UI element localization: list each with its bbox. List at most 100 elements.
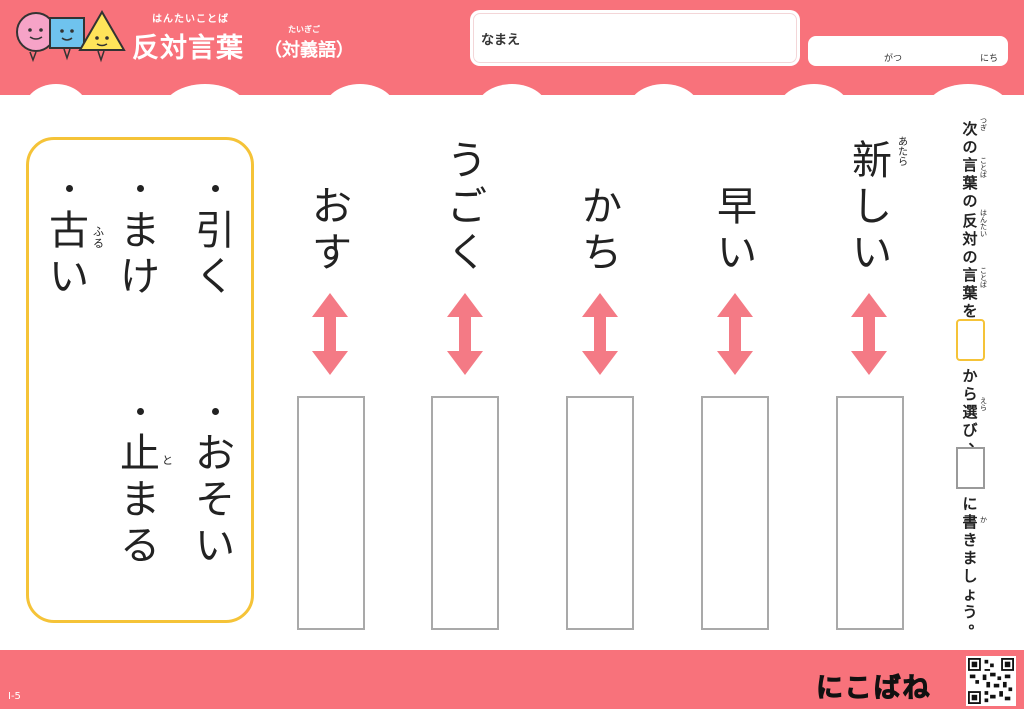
choice-bullet	[136, 185, 144, 192]
month-label: がつ	[884, 54, 903, 64]
answer-box[interactable]	[836, 396, 904, 630]
answer-box-legend	[956, 447, 985, 489]
choice-box-legend	[956, 319, 985, 361]
vertical-char: か	[962, 367, 978, 385]
question-ruby: あたら	[898, 137, 908, 168]
vertical-char: ら	[962, 385, 978, 403]
instruction-line3: から選び、	[958, 367, 984, 457]
vertical-char: く	[447, 230, 487, 276]
answer-box[interactable]	[701, 396, 769, 630]
choice-item: 止まる	[117, 408, 163, 569]
choice-bullet	[136, 408, 144, 415]
date-field[interactable]: がつ にち	[808, 36, 1008, 66]
vertical-char: き	[962, 531, 978, 549]
choice-word: 引く	[195, 208, 235, 300]
vertical-char: び	[962, 421, 978, 439]
vertical-char: し	[962, 567, 978, 585]
question-word: 早い	[712, 184, 762, 276]
question-text: 新しい	[852, 138, 892, 276]
footer-bar: I-5 にこばね	[0, 650, 1024, 709]
choice-item: 引く	[192, 185, 238, 300]
vertical-char: ま	[962, 549, 978, 567]
vertical-char: う	[962, 603, 978, 621]
question-word: うごく	[442, 138, 492, 276]
vertical-char: 。	[968, 613, 984, 632]
vertical-char: そ	[195, 477, 235, 523]
instruction-ruby: ことば	[980, 267, 987, 289]
name-field[interactable]: なまえ	[470, 10, 800, 66]
double-arrow-icon	[851, 293, 887, 375]
vertical-char: 、	[968, 431, 984, 450]
vertical-char: の	[962, 138, 978, 156]
instruction-ruby: か	[980, 516, 987, 524]
choice-item: まけ	[117, 185, 163, 300]
vertical-char: い	[852, 230, 892, 276]
answer-box[interactable]	[297, 396, 365, 630]
vertical-char: い	[717, 230, 757, 276]
vertical-char: 新	[852, 138, 892, 184]
vertical-char: く	[195, 254, 235, 300]
vertical-char: い	[49, 254, 89, 300]
header-scallop-edge	[24, 84, 1010, 110]
choice-bullet	[211, 408, 219, 415]
instruction-ruby: えら	[980, 397, 987, 412]
vertical-char: 反	[962, 212, 978, 230]
choice-ruby: ふる	[93, 225, 104, 250]
vertical-char: け	[120, 254, 160, 300]
choice-word: まけ	[120, 208, 160, 300]
day-label: にち	[980, 54, 999, 64]
choice-ruby: と	[162, 454, 173, 467]
double-arrow-icon	[717, 293, 753, 375]
vertical-char: 早	[717, 184, 757, 230]
question-text: うごく	[447, 138, 487, 276]
choice-bullet	[211, 185, 219, 192]
vertical-char: い	[195, 523, 235, 569]
instruction-ruby: ことば	[980, 157, 987, 179]
vertical-char: に	[962, 495, 978, 513]
instruction-text: 次の言葉の	[962, 120, 977, 210]
choice-item: 古い	[46, 185, 92, 300]
choice-word: 止まる	[120, 431, 160, 569]
vertical-char: 書	[962, 513, 978, 531]
vertical-char: 言	[962, 156, 978, 174]
qr-code-icon[interactable]	[966, 656, 1016, 706]
vertical-char: 葉	[962, 284, 978, 302]
choice-box	[26, 137, 254, 623]
worksheet-code: I-5	[8, 691, 21, 702]
instruction-line2: 反対の言葉を	[958, 212, 982, 320]
vertical-char: し	[852, 184, 892, 230]
subtitle-ruby: たいぎご	[288, 25, 320, 34]
question-word: おす	[307, 184, 357, 276]
vertical-char: 引	[195, 208, 235, 254]
vertical-char: 選	[962, 403, 978, 421]
vertical-char: る	[120, 523, 160, 569]
vertical-char: ま	[120, 477, 160, 523]
choice-item: おそい	[192, 408, 238, 569]
choice-word: おそい	[195, 431, 235, 569]
instruction-line4: に書きましょう。	[958, 495, 983, 639]
vertical-char: ち	[582, 230, 622, 276]
question-text: 早い	[717, 184, 757, 276]
choice-bullet	[65, 185, 73, 192]
vertical-char: ご	[447, 184, 487, 230]
answer-box[interactable]	[566, 396, 634, 630]
subtitle-text: （対義語）	[264, 40, 354, 61]
vertical-char: お	[195, 431, 235, 477]
vertical-char: ょ	[962, 585, 978, 603]
double-arrow-icon	[447, 293, 483, 375]
vertical-char: お	[312, 184, 352, 230]
vertical-char: 次	[962, 120, 978, 138]
vertical-char: 対	[962, 230, 978, 248]
choice-word: 古い	[49, 208, 89, 300]
vertical-char: す	[312, 230, 352, 276]
question-word: かち	[577, 184, 627, 276]
instruction-text: 反対の言葉を	[962, 212, 977, 320]
vertical-char: う	[447, 138, 487, 184]
answer-box[interactable]	[431, 396, 499, 630]
vertical-char: ま	[120, 208, 160, 254]
logo-shapes-icon	[16, 10, 126, 63]
instruction-text: に書きましょう。	[962, 495, 983, 639]
name-label: なまえ	[481, 33, 521, 48]
title-ruby: はんたいことば	[152, 14, 229, 25]
vertical-char: か	[582, 184, 622, 230]
